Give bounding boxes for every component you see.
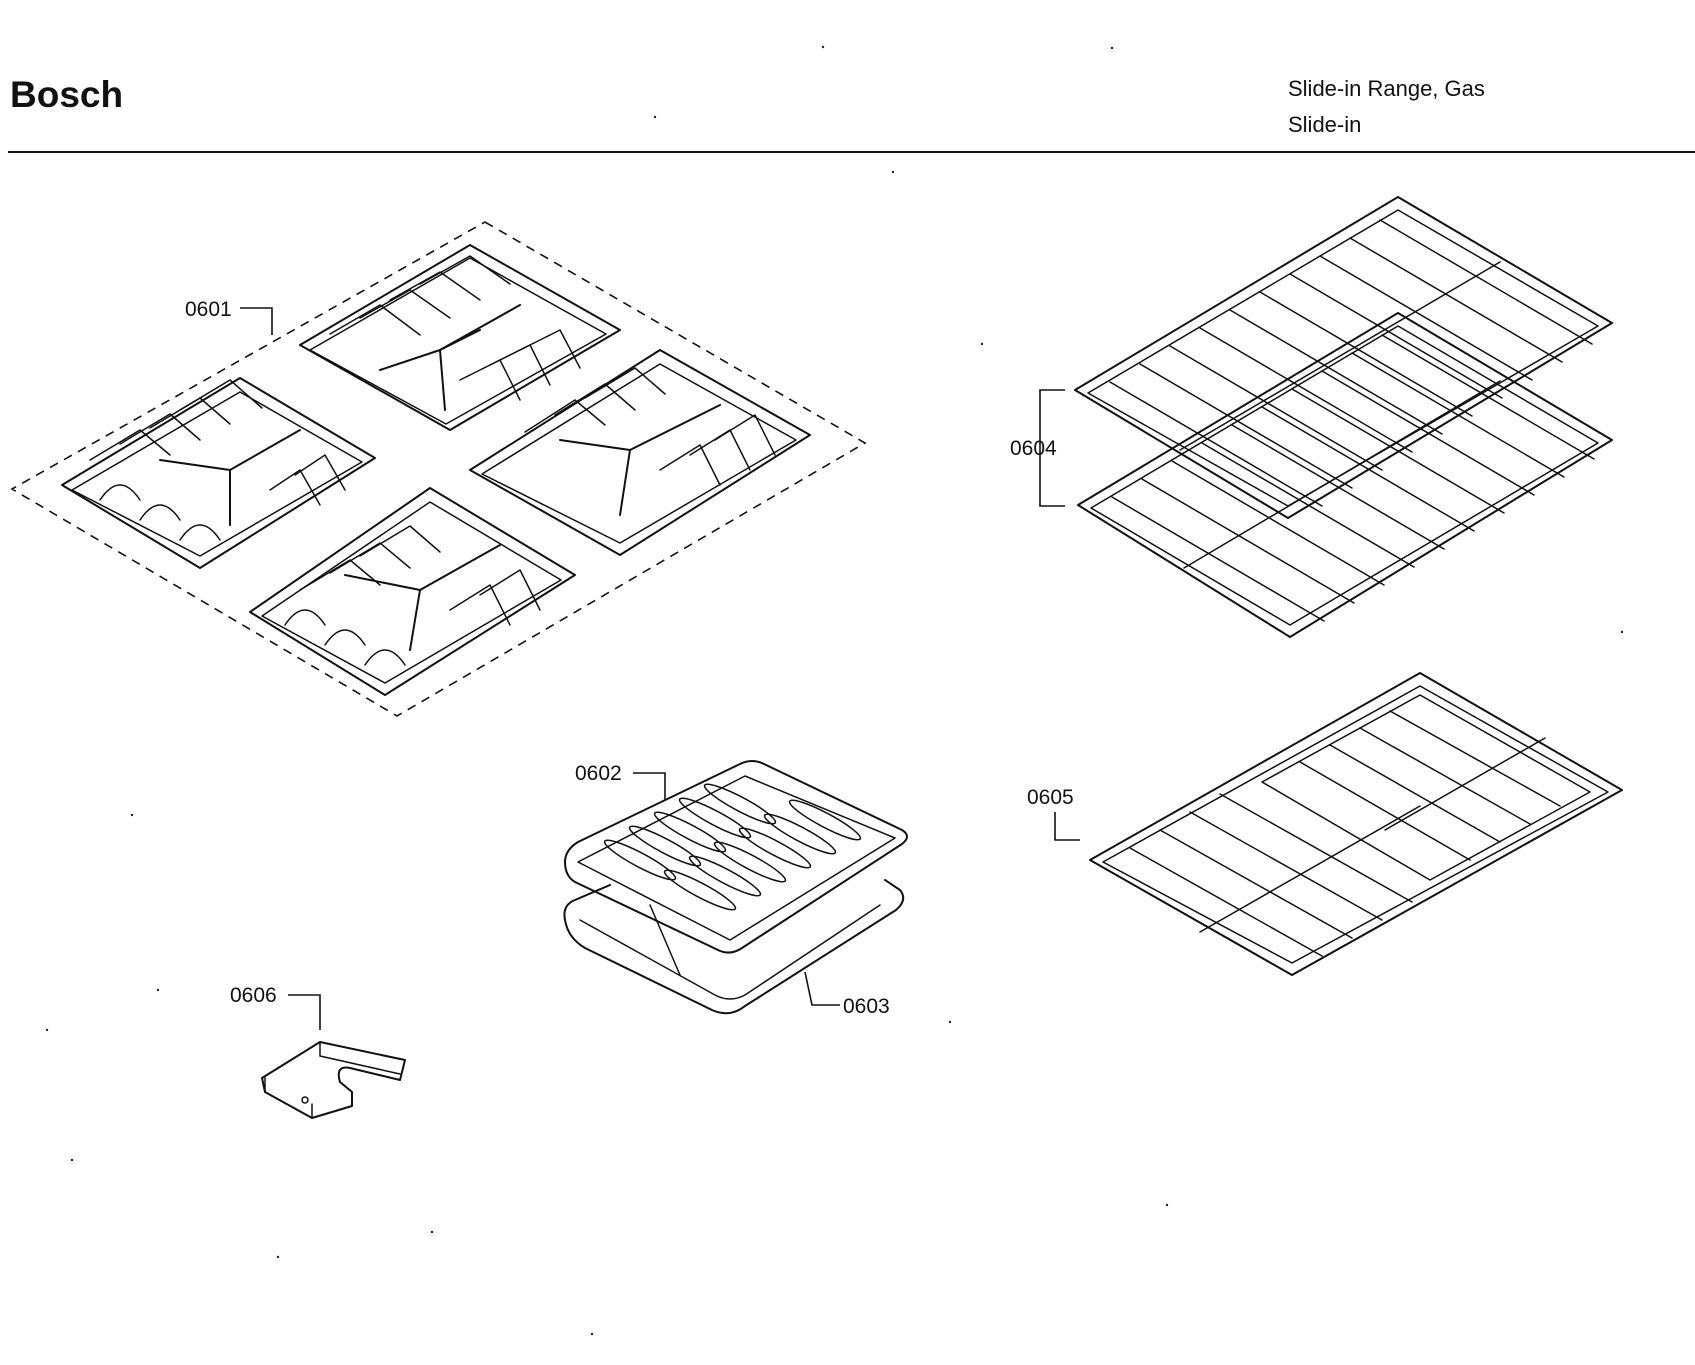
grate-front — [249, 487, 576, 696]
callout-0601: 0601 — [185, 298, 232, 321]
leader-0605 — [1054, 812, 1080, 841]
part-split-oven-rack[interactable]: 0605 — [1027, 672, 1623, 976]
header-divider — [8, 151, 1695, 153]
callout-0602: 0602 — [575, 762, 622, 785]
leader-0602 — [633, 772, 666, 800]
insert-slots — [603, 783, 862, 911]
callout-0603: 0603 — [843, 995, 890, 1018]
grate-back — [299, 244, 621, 431]
callout-0606: 0606 — [230, 984, 277, 1007]
model-subtitle: Slide-in — [1288, 112, 1362, 137]
model-title: Slide-in Range, Gas — [1288, 76, 1485, 101]
part-oven-racks[interactable]: 0604 — [1010, 196, 1613, 638]
rack-upper — [1074, 196, 1613, 519]
leader-0604 — [1039, 389, 1065, 507]
callout-0604: 0604 — [1010, 437, 1057, 460]
part-broil-pan-insert[interactable]: 0602 — [564, 760, 908, 954]
scan-specks — [45, 45, 1624, 1336]
part-bracket[interactable]: 0606 — [230, 984, 406, 1119]
leader-0606 — [288, 994, 321, 1030]
rack-lower — [1077, 312, 1613, 638]
callout-0605: 0605 — [1027, 786, 1074, 809]
leader-0601 — [240, 307, 273, 335]
cooktop-outline-dashed — [10, 221, 867, 717]
grate-left — [61, 377, 376, 569]
part-burner-grates[interactable]: 0601 — [10, 221, 867, 717]
grate-right — [469, 349, 811, 556]
brand-title: Bosch — [10, 74, 124, 115]
part-broil-pan[interactable]: 0603 — [563, 879, 905, 1018]
leader-0603 — [804, 971, 840, 1006]
